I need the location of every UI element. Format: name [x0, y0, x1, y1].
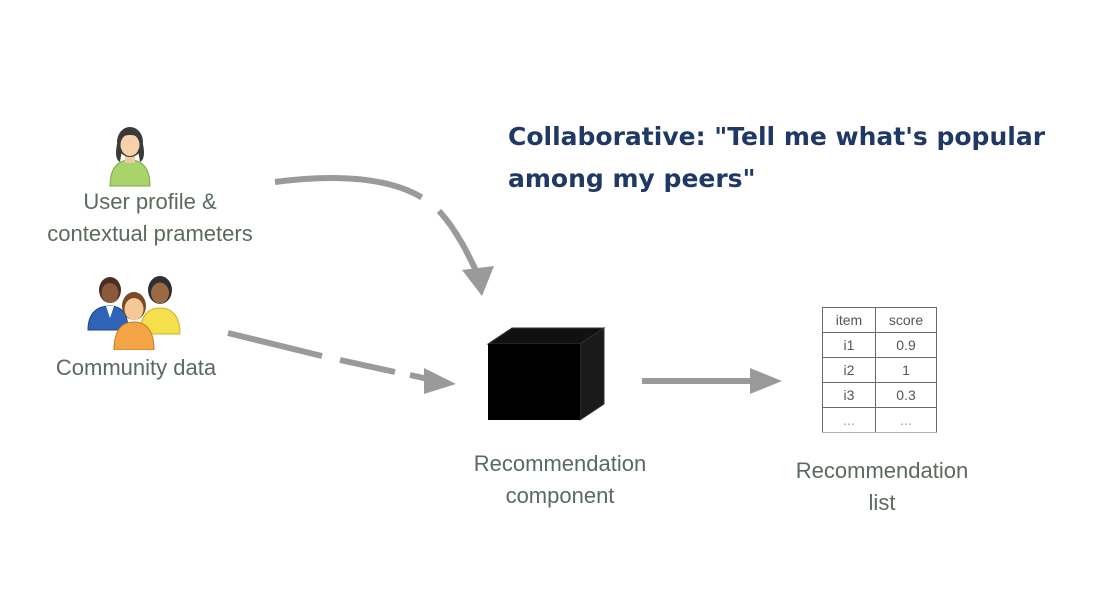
- arrowhead-output: [750, 368, 782, 394]
- community-data-label-text: Community data: [55, 355, 217, 380]
- recommendation-table: item score i1 0.9 i2 1 i3 0.3 ... ...: [822, 307, 937, 433]
- list-label-line-2: list: [868, 490, 896, 515]
- table-header-row: item score: [822, 307, 937, 333]
- arrowhead-community: [424, 368, 456, 394]
- user-profile-label-line-2: contextual prameters: [47, 221, 253, 246]
- table-cell: 1: [875, 357, 937, 383]
- table-header-item: item: [822, 307, 876, 333]
- table-cell: ...: [822, 407, 876, 433]
- table-cell: i3: [822, 382, 876, 408]
- table-cell: 0.9: [875, 332, 937, 358]
- table-row: ... ...: [822, 407, 937, 433]
- component-label: Recommendation component: [440, 448, 680, 512]
- user-profile-label-line-1: User profile &: [83, 189, 217, 214]
- table-row: i1 0.9: [822, 332, 937, 358]
- arrowhead-profile: [462, 266, 494, 296]
- table-cell: 0.3: [875, 382, 937, 408]
- headline-line-2: among my peers": [508, 164, 756, 193]
- arrow-profile-to-component: [274, 174, 481, 277]
- list-label: Recommendation list: [762, 455, 1002, 519]
- community-data-label: Community data: [16, 352, 256, 384]
- table-header-score: score: [875, 307, 937, 333]
- arrow-community-to-component: [227, 330, 429, 382]
- table-row: i3 0.3: [822, 382, 937, 408]
- table-row: i2 1: [822, 357, 937, 383]
- headline-line-1: Collaborative: "Tell me what's popular: [508, 122, 1046, 151]
- list-label-line-1: Recommendation: [795, 458, 969, 483]
- black-box-icon: [486, 327, 606, 421]
- table-cell: i1: [822, 332, 876, 358]
- table-cell: ...: [875, 407, 937, 433]
- component-label-line-1: Recommendation: [473, 451, 647, 476]
- user-profile-label: User profile & contextual prameters: [20, 186, 280, 250]
- user-icon: [109, 127, 151, 187]
- headline: Collaborative: "Tell me what's popular a…: [508, 116, 1068, 200]
- users-group-icon: [87, 276, 181, 350]
- table-cell: i2: [822, 357, 876, 383]
- component-label-line-2: component: [505, 483, 615, 508]
